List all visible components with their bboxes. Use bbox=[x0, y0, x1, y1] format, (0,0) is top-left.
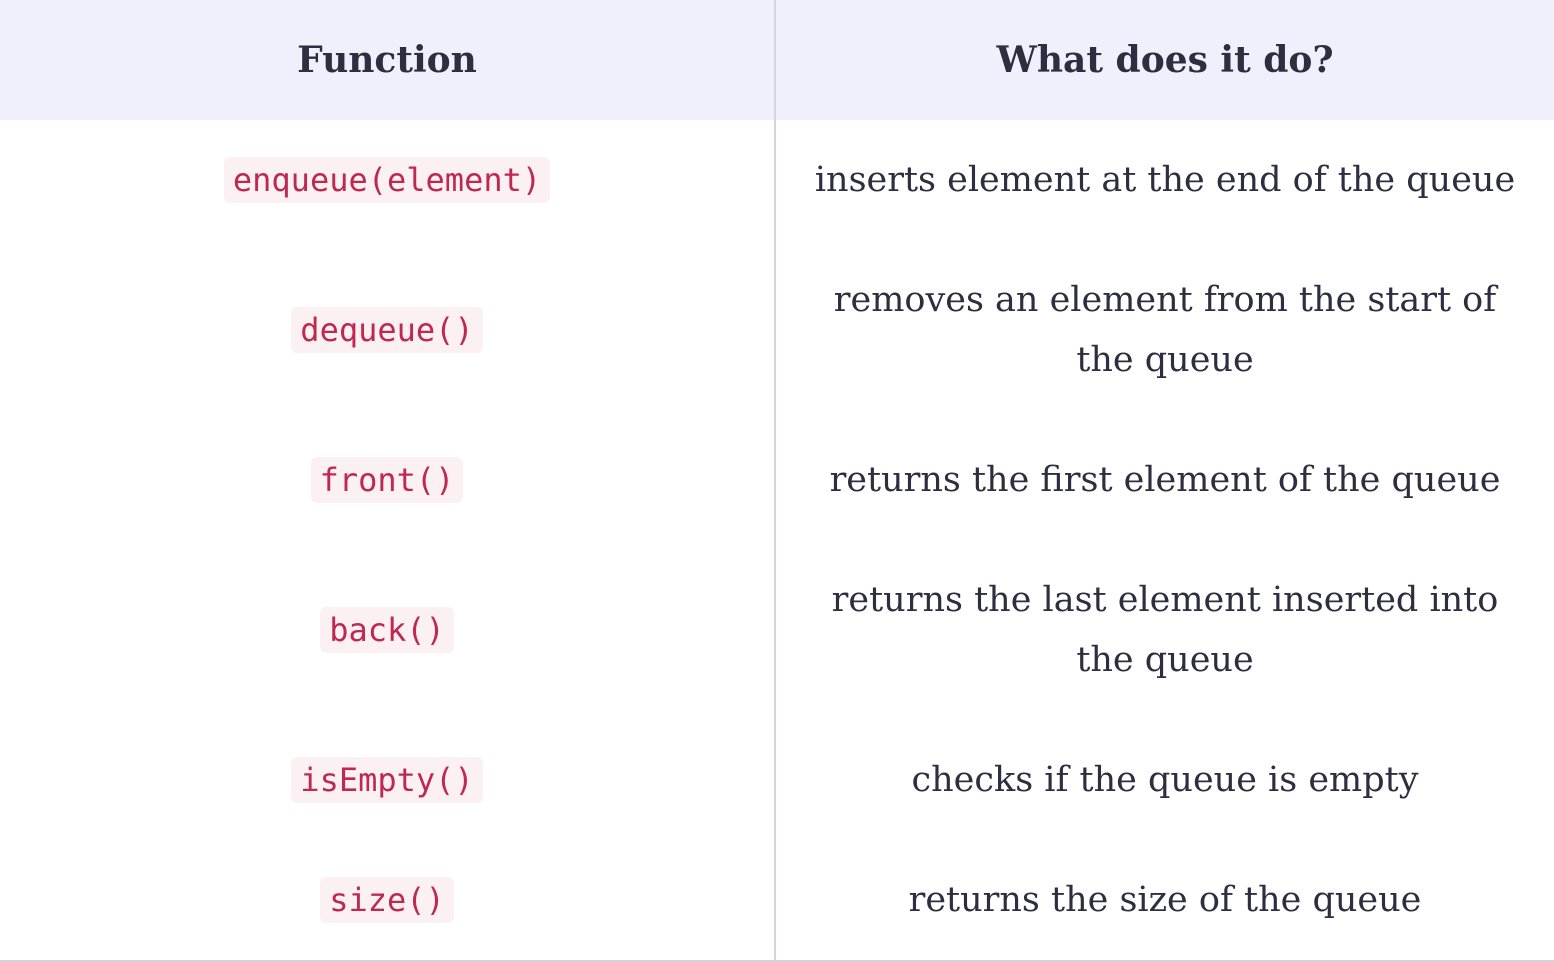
function-name: dequeue() bbox=[291, 307, 483, 353]
description-cell: removes an element from the start of the… bbox=[833, 280, 1497, 380]
function-cell: enqueue(element) bbox=[0, 120, 776, 240]
description-cell: inserts element at the end of the queue bbox=[814, 160, 1516, 200]
function-cell: back() bbox=[0, 540, 776, 720]
description-cell: returns the first element of the queue bbox=[829, 460, 1501, 500]
function-cell: isEmpty() bbox=[0, 720, 776, 840]
function-cell: front() bbox=[0, 420, 776, 540]
header-description: What does it do? bbox=[775, 0, 1554, 120]
table-header: Function What does it do? bbox=[0, 0, 1554, 120]
table-body: enqueue(element) inserts element at the … bbox=[0, 120, 1554, 962]
header-row: Function What does it do? bbox=[0, 0, 1554, 120]
table-row: dequeue() removes an element from the st… bbox=[0, 240, 1554, 420]
header-function: Function bbox=[0, 0, 776, 120]
function-name: enqueue(element) bbox=[223, 157, 551, 203]
table-row: enqueue(element) inserts element at the … bbox=[0, 120, 1554, 240]
description-cell: returns the last element inserted into t… bbox=[831, 580, 1499, 680]
table-row: size() returns the size of the queue bbox=[0, 840, 1554, 962]
function-cell: dequeue() bbox=[0, 240, 776, 420]
function-name: isEmpty() bbox=[291, 757, 483, 803]
description-cell: returns the size of the queue bbox=[775, 840, 1554, 962]
function-cell: size() bbox=[0, 840, 776, 962]
table-row: front() returns the first element of the… bbox=[0, 420, 1554, 540]
table-row: isEmpty() checks if the queue is empty bbox=[0, 720, 1554, 840]
function-name: size() bbox=[320, 877, 454, 923]
description-cell: checks if the queue is empty bbox=[911, 760, 1419, 800]
function-name: back() bbox=[320, 607, 454, 653]
function-name: front() bbox=[310, 457, 464, 503]
table-row: back() returns the last element inserted… bbox=[0, 540, 1554, 720]
